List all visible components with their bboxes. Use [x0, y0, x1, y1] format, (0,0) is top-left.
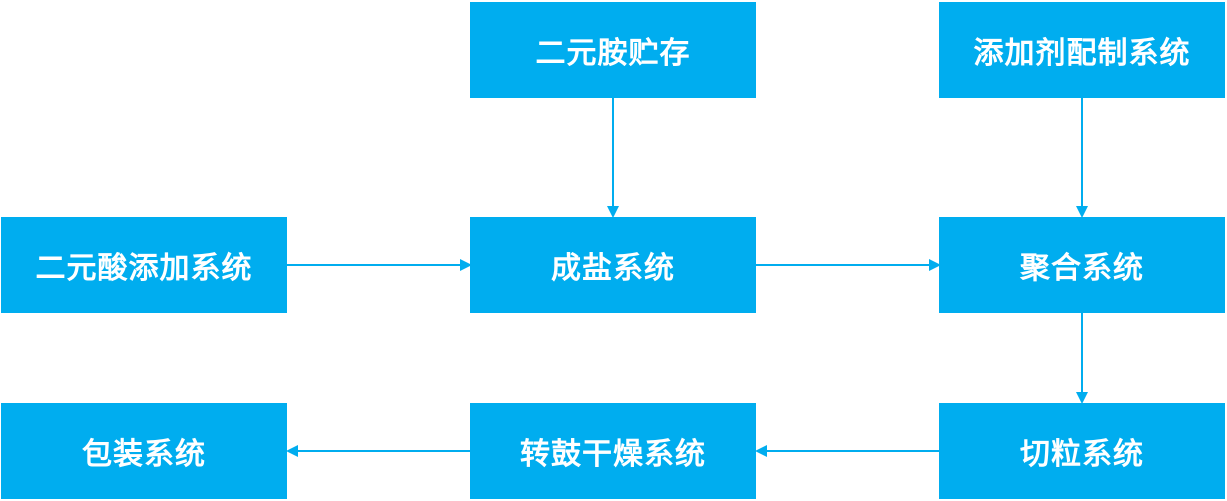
node-diacid-addition-system: 二元酸添加系统 [1, 217, 287, 313]
node-pelletizing-system: 切粒系统 [939, 403, 1225, 499]
node-packaging-system: 包装系统 [1, 403, 287, 499]
node-diamine-storage: 二元胺贮存 [470, 2, 756, 98]
node-salt-formation-system: 成盐系统 [470, 217, 756, 313]
node-additive-preparation-system: 添加剂配制系统 [939, 2, 1225, 98]
node-polymerization-system: 聚合系统 [939, 217, 1225, 313]
node-drum-drying-system: 转鼓干燥系统 [470, 403, 756, 499]
